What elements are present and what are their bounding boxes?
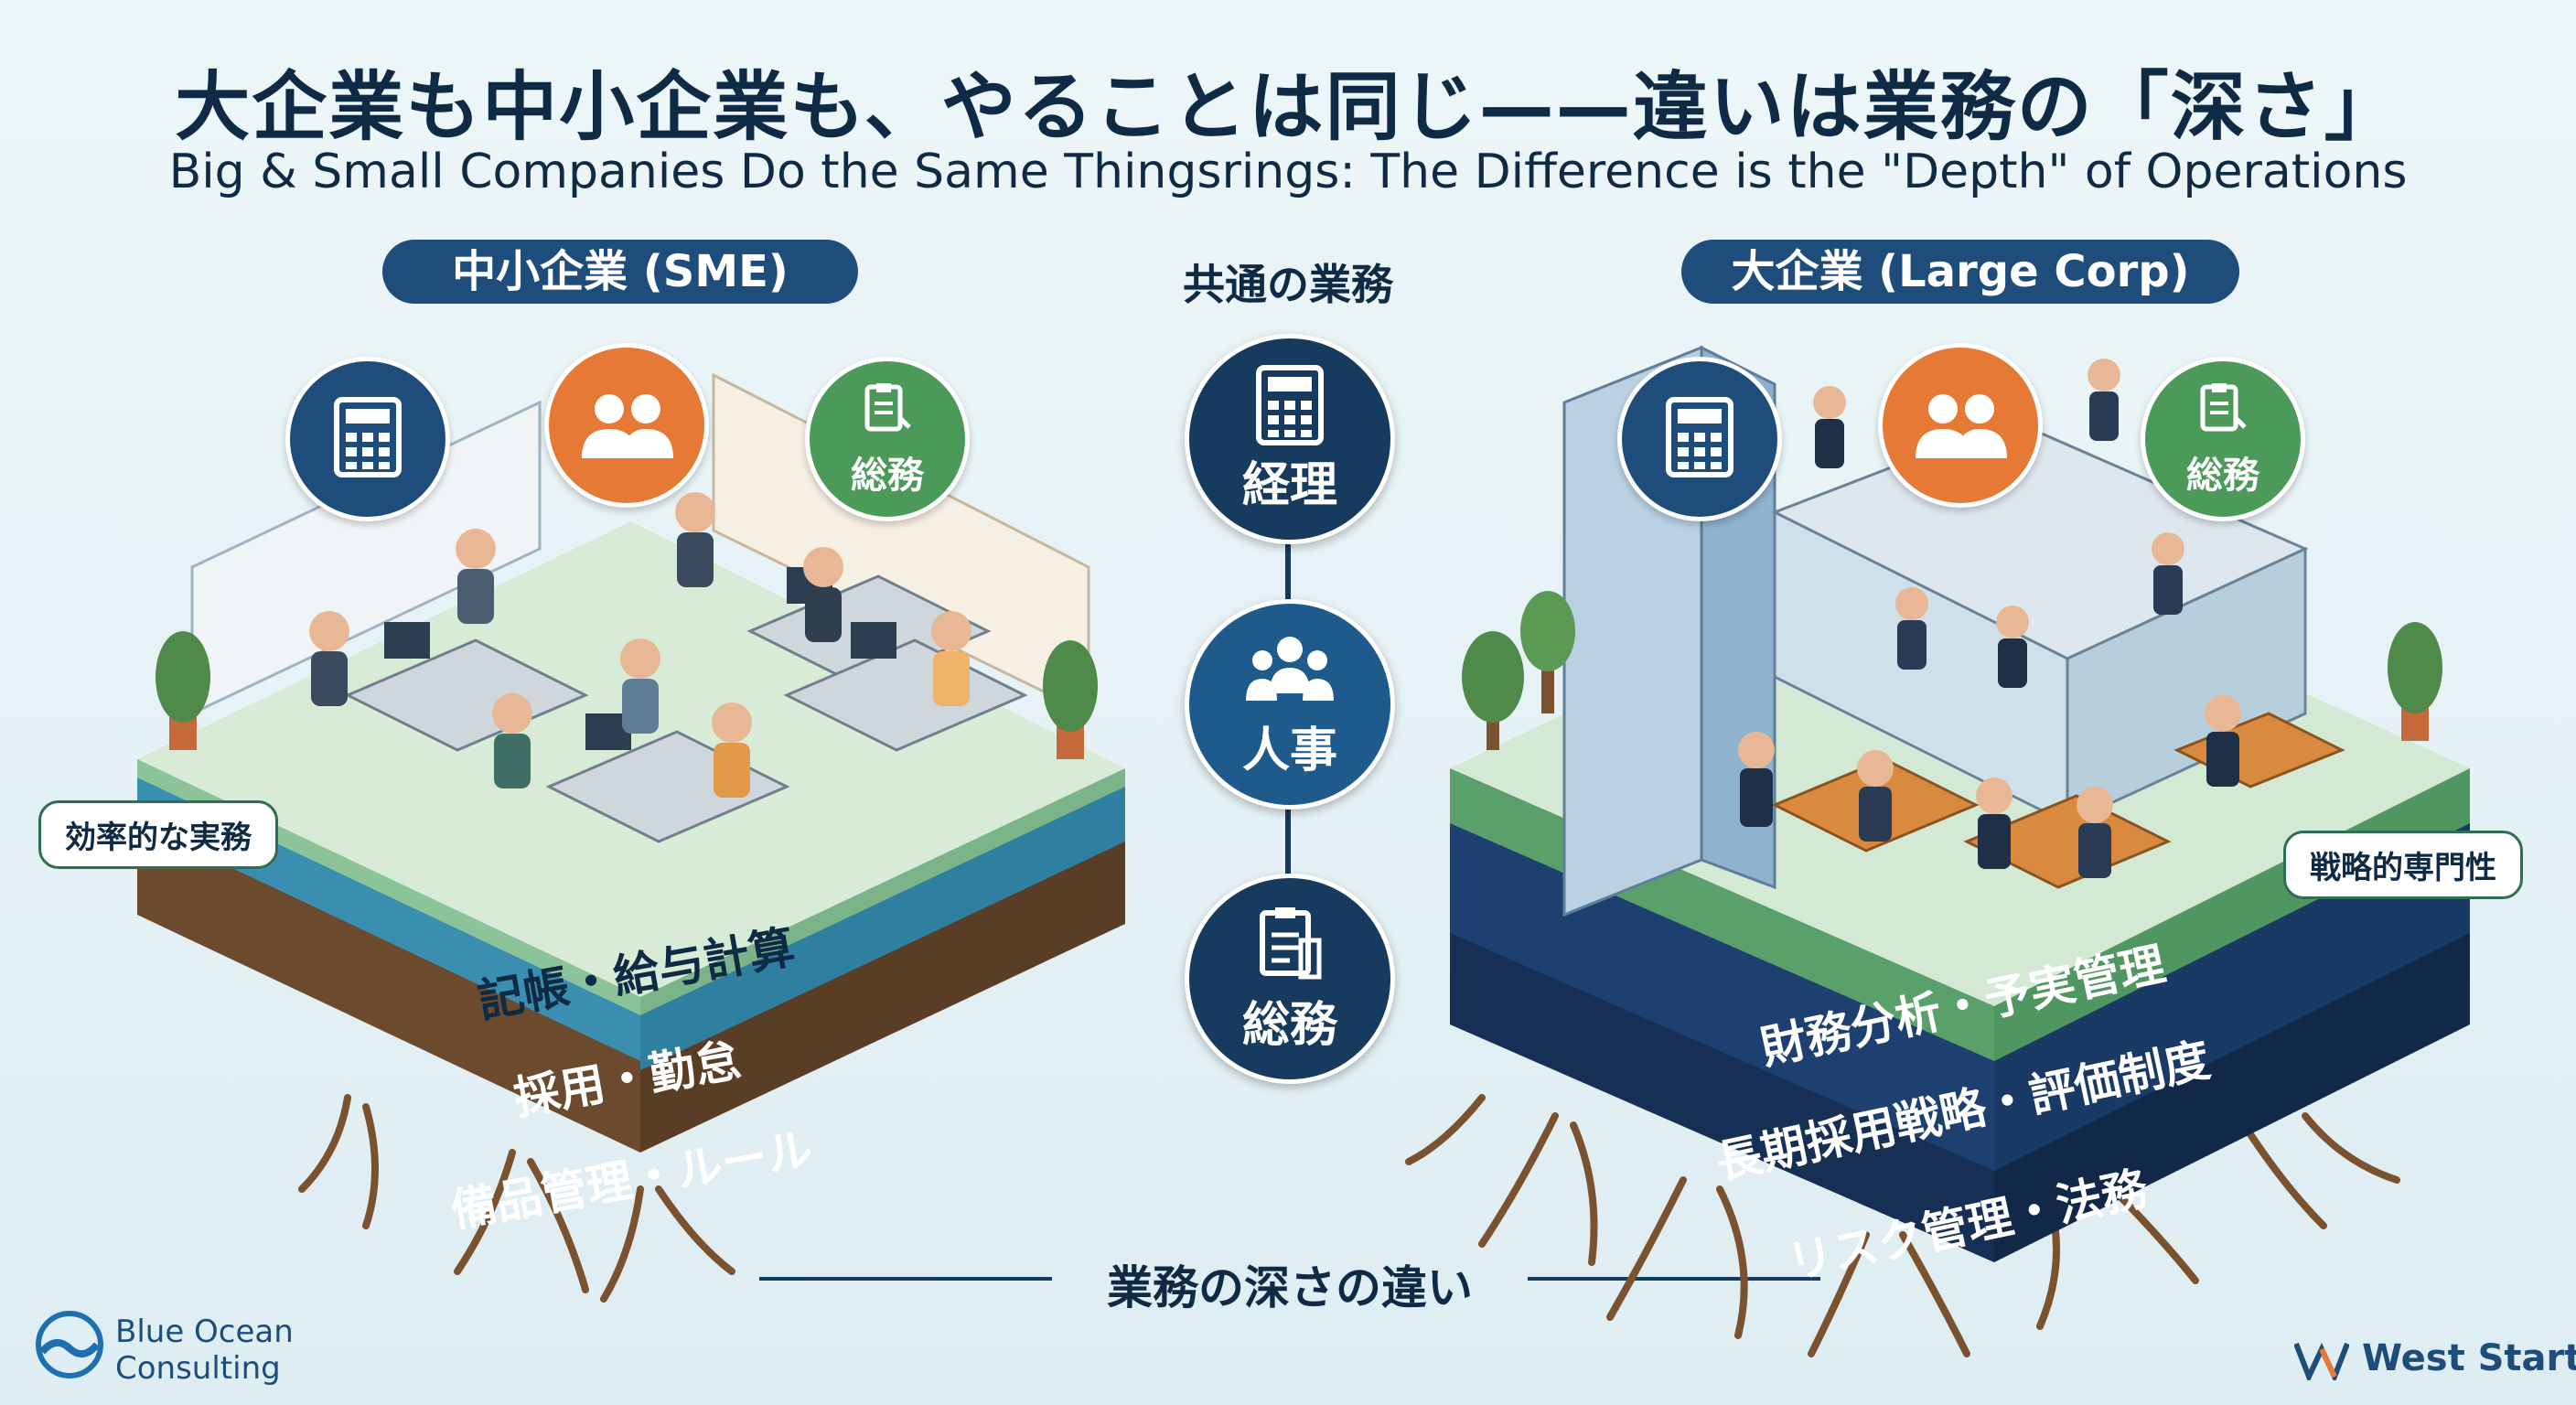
large-callout: 戦略的専門性 — [2283, 831, 2523, 899]
logo-blue-ocean: Blue Ocean Consulting — [33, 1308, 294, 1387]
sme-clipboard-label: 総務 — [851, 455, 924, 497]
large-block — [1405, 345, 2470, 1357]
common-node-hr-label: 人事 — [1241, 724, 1337, 778]
calculator-icon — [334, 397, 402, 477]
large-people-icon-circle — [1878, 343, 2043, 508]
large-calculator-icon-circle — [1617, 357, 1782, 521]
common-node-hr: 人事 — [1185, 599, 1395, 810]
sme-clipboard-icon-circle: 総務 — [805, 357, 970, 521]
large-trees — [1462, 591, 2442, 750]
common-node-general-affairs-label: 総務 — [1241, 998, 1337, 1053]
large-clipboard-label: 総務 — [2186, 455, 2259, 497]
calculator-icon — [1256, 365, 1324, 445]
people-icon — [582, 394, 673, 458]
clipboard-icon — [1260, 907, 1322, 980]
logo-left-line2: Consulting — [115, 1350, 281, 1387]
sme-callout: 効率的な実務 — [38, 800, 278, 869]
common-label: 共通の業務 — [1183, 260, 1393, 309]
sme-people-icon-circle — [544, 343, 709, 508]
clipboard-icon — [2200, 383, 2247, 432]
logo-west-start: West Start — [2293, 1337, 2576, 1384]
logo-left-line1: Blue Ocean — [115, 1314, 294, 1350]
w-logo-icon — [2293, 1342, 2350, 1384]
large-people — [1738, 359, 2241, 878]
people-icon — [1246, 637, 1334, 701]
large-label: 大企業 (Large Corp) — [1681, 240, 2239, 304]
logo-right-text: West Start — [2361, 1337, 2576, 1379]
common-node-general-affairs: 総務 — [1185, 874, 1395, 1084]
common-node-accounting: 経理 — [1185, 334, 1395, 544]
clipboard-icon — [864, 383, 911, 432]
depth-label: 業務の深さの違い — [1107, 1261, 1473, 1314]
page-subtitle: Big & Small Companies Do the Same Things… — [168, 145, 2408, 199]
page-title: 大企業も中小企業も、やることは同じ——違いは業務の「深さ」 — [175, 64, 2401, 151]
calculator-icon — [1666, 397, 1733, 477]
large-roots — [1405, 1094, 2400, 1357]
sme-people — [309, 492, 971, 798]
sme-roots — [298, 1094, 735, 1303]
large-clipboard-icon-circle: 総務 — [2141, 357, 2305, 521]
wave-logo-icon — [36, 1311, 103, 1378]
people-icon — [1916, 394, 2007, 458]
common-node-accounting-label: 経理 — [1241, 458, 1337, 513]
sme-label: 中小企業 (SME) — [382, 240, 858, 304]
sme-plants — [156, 631, 1098, 759]
sme-calculator-icon-circle — [285, 357, 450, 521]
